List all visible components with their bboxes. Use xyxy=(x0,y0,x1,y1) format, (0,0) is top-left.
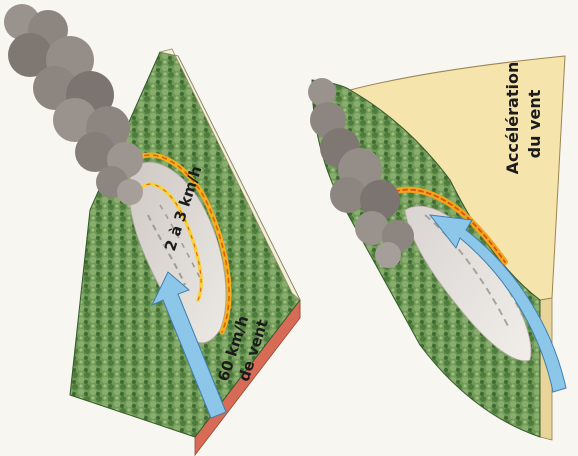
left-smoke-plume xyxy=(4,4,143,205)
right-wind-label-line2: du vent xyxy=(525,89,544,158)
right-wind-label-line1: Accélération xyxy=(503,62,522,175)
left-panel-flat-terrain: 2 à 3 km/h 60 km/h de vent xyxy=(4,4,300,455)
right-panel-slope-terrain: Accélération du vent xyxy=(308,56,566,440)
